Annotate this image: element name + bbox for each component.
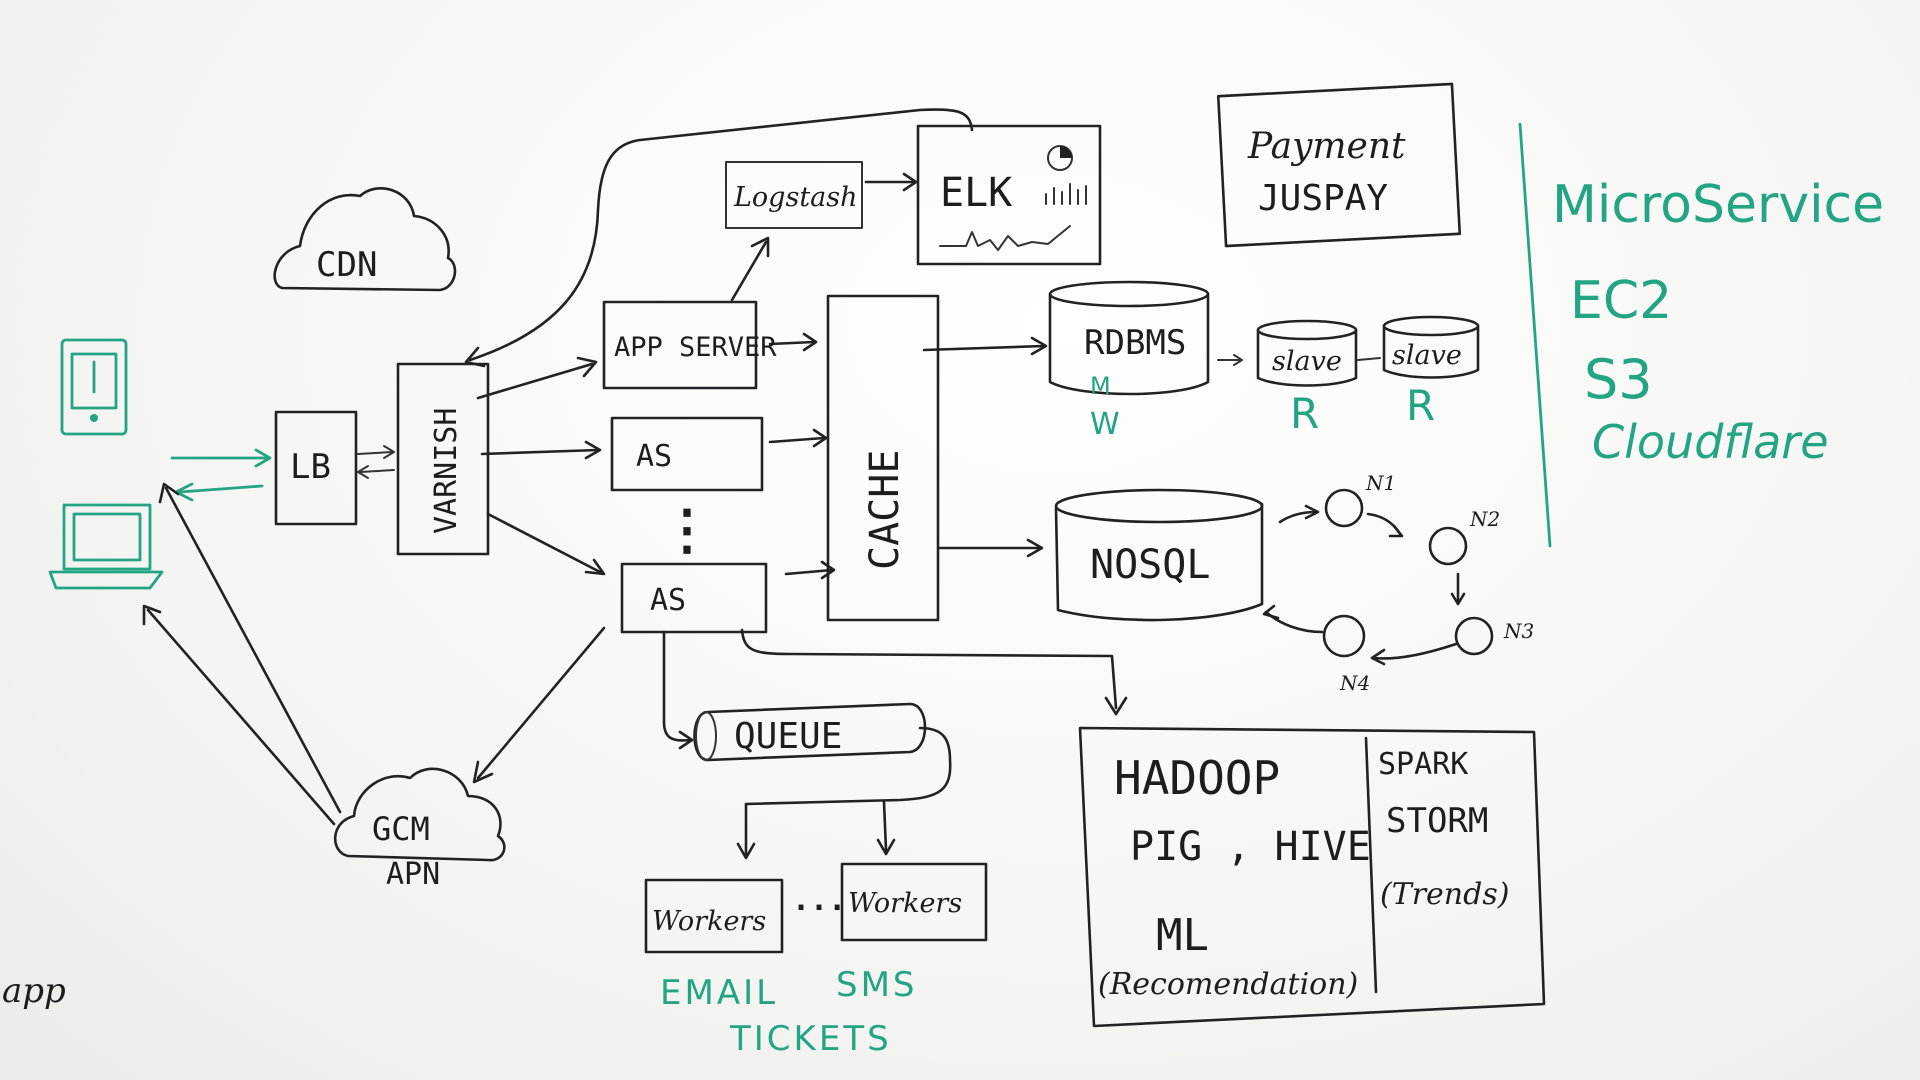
hadoop-label: HADOOP	[1114, 751, 1280, 805]
slave1-label: slave	[1272, 346, 1342, 377]
workers-ellipsis: ...	[792, 883, 846, 918]
workers2-label: Workers	[848, 888, 962, 919]
email-task: EMAIL	[660, 973, 778, 1013]
workers1-label: Workers	[652, 906, 766, 937]
workers-box-2: Workers	[840, 862, 988, 942]
apn-label: APN	[386, 857, 440, 892]
slave2-read-label: R	[1406, 381, 1435, 430]
n3-label: N3	[1503, 619, 1534, 643]
tickets-task: TICKETS	[729, 1019, 892, 1059]
varnish-cache: VARNISH	[396, 362, 490, 556]
as-ellipsis: ⋮	[660, 498, 714, 561]
logstash-to-elk-arrow	[864, 172, 918, 192]
workers-box-1: Workers	[644, 878, 784, 954]
load-balancer: LB	[274, 410, 358, 526]
rdbms-database: RDBMS M W	[1048, 280, 1210, 442]
juspay-label: JUSPAY	[1258, 178, 1388, 219]
gcm-cloud: GCM APN	[333, 767, 506, 892]
n4-label: N4	[1339, 671, 1370, 695]
nosql-database: NOSQL	[1054, 488, 1264, 622]
cache-box: CACHE	[826, 294, 940, 622]
as-to-gcm-arrow	[472, 626, 606, 784]
lb-varnish-arrows	[357, 445, 395, 479]
mobile-phone-icon	[60, 338, 128, 436]
logstash-label: Logstash	[733, 182, 858, 213]
node-n4	[1322, 614, 1366, 658]
client-lb-arrows	[170, 448, 272, 502]
nosql-label: NOSQL	[1090, 542, 1210, 588]
microservice-note: MicroService	[1552, 175, 1884, 235]
node-n1	[1324, 488, 1364, 528]
cdn-cloud: CDN	[273, 187, 457, 292]
payment-box: Payment JUSPAY	[1216, 82, 1462, 248]
as1-label: AS	[636, 439, 672, 474]
rdbms-label: RDBMS	[1084, 323, 1186, 363]
as-box-2: AS	[620, 562, 768, 634]
rdbms-to-slave-arrow	[1217, 354, 1243, 366]
n2-label: N2	[1469, 507, 1500, 531]
elk-dashboard: ELK	[916, 124, 1102, 266]
side-divider	[1518, 122, 1552, 548]
sms-task: SMS	[836, 965, 918, 1005]
lb-label: LB	[290, 447, 331, 487]
left-edge-text: app	[2, 971, 66, 1011]
app-server-box: APP SERVER	[602, 300, 777, 390]
app-server-label: APP SERVER	[614, 332, 777, 363]
node-n3	[1454, 616, 1494, 656]
as-to-hadoop-arrow	[740, 628, 1128, 716]
gcm-to-client-arrows	[142, 482, 342, 826]
cdn-label: CDN	[316, 245, 377, 285]
rdbms-write-label: W	[1090, 407, 1120, 442]
storm-label: STORM	[1386, 801, 1488, 841]
slave-db-2: slave R	[1382, 315, 1480, 430]
slave-db-1: slave R	[1256, 319, 1358, 438]
worker-tasks: EMAIL SMS TICKETS	[660, 965, 918, 1059]
slave-link	[1357, 357, 1381, 361]
message-queue: QUEUE	[693, 702, 927, 762]
queue-to-workers-arrows	[736, 726, 952, 860]
pie-chart-icon	[1047, 145, 1073, 171]
as-to-cache-arrows	[768, 332, 836, 580]
n1-label: N1	[1365, 471, 1396, 495]
pig-hive-label: PIG , HIVE	[1130, 824, 1371, 870]
side-notes: MicroService EC2 S3 Cloudflare	[1552, 175, 1884, 469]
trends-label: (Trends)	[1380, 877, 1509, 912]
slave2-label: slave	[1392, 340, 1462, 371]
as2-label: AS	[650, 583, 686, 618]
bar-chart-icon	[1045, 183, 1087, 205]
recommendation-label: (Recomendation)	[1098, 967, 1358, 1002]
elk-to-varnish-arrow	[464, 108, 974, 368]
queue-label: QUEUE	[734, 716, 842, 757]
laptop-icon	[48, 503, 164, 590]
elk-label: ELK	[940, 170, 1012, 216]
ml-label: ML	[1156, 910, 1209, 961]
as-box-1: AS	[610, 416, 764, 492]
logstash-box: Logstash	[725, 161, 863, 229]
spark-label: SPARK	[1378, 747, 1468, 782]
big-data-box: HADOOP PIG , HIVE ML (Recomendation) SPA…	[1078, 726, 1546, 1028]
s3-note: S3	[1584, 348, 1653, 411]
varnish-to-app-arrows	[476, 356, 606, 576]
cloudflare-note: Cloudflare	[1592, 415, 1829, 469]
gcm-label: GCM	[372, 810, 430, 848]
slave1-read-label: R	[1290, 389, 1319, 438]
nosql-ring: N1 N2 N3 N4	[1262, 471, 1534, 695]
cache-label: CACHE	[862, 450, 908, 570]
ec2-note: EC2	[1570, 271, 1672, 331]
cache-to-db-arrows	[922, 336, 1048, 558]
payment-label: Payment	[1247, 126, 1406, 167]
varnish-label: VARNISH	[429, 408, 464, 534]
line-graph-icon	[939, 225, 1071, 251]
as-to-queue-arrow	[662, 630, 694, 750]
app-to-logstash-arrow	[730, 236, 770, 302]
rdbms-master-label: M	[1090, 372, 1111, 400]
node-n2	[1428, 526, 1468, 566]
